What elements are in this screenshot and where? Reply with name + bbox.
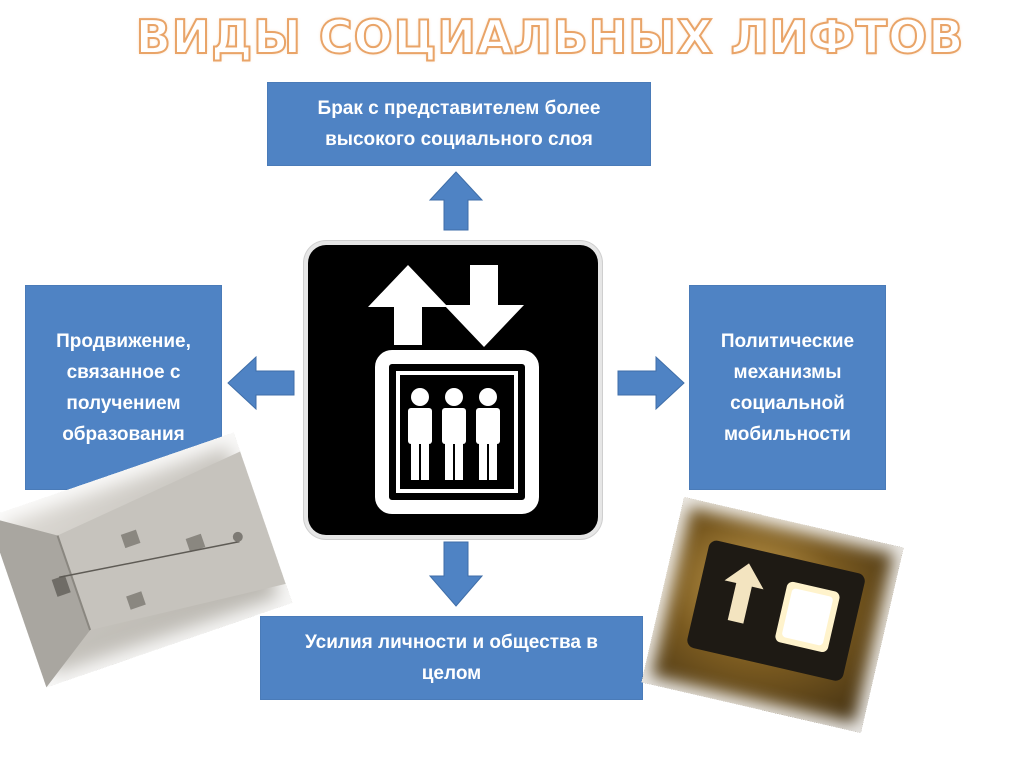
arrow-left-icon: [227, 355, 295, 411]
arrow-down-icon: [428, 541, 484, 607]
box-political: Политические механизмы социальной мобиль…: [690, 286, 885, 489]
box-effort: Усилия личности и общества в целом: [261, 617, 642, 699]
room-illustration: [0, 451, 286, 688]
box-education: Продвижение, связанное с получением обра…: [26, 286, 221, 489]
elevator-button-illustration: [687, 540, 865, 681]
box-marriage: Брак с представителем более высокого соц…: [268, 83, 650, 165]
page-title: ВИДЫ СОЦИАЛЬНЫХ ЛИФТОВ: [135, 9, 965, 65]
elevator-sign-icon: [308, 245, 598, 535]
elevator-button-photo: [641, 497, 904, 733]
room-photo: [0, 432, 293, 688]
arrow-up-icon: [428, 171, 484, 231]
elevator-pictogram: [368, 265, 539, 514]
arrow-right-icon: [617, 355, 685, 411]
